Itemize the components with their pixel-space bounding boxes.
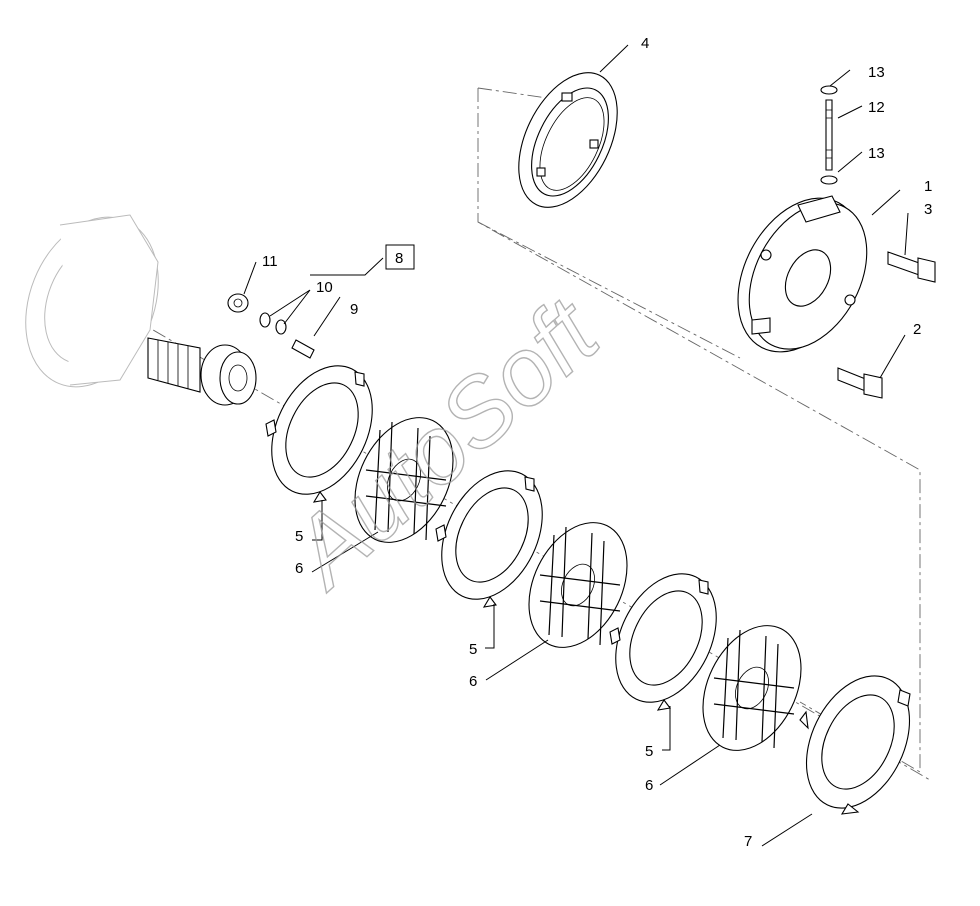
label-8: 8 [395,250,403,267]
nut-part-13-bottom [820,175,838,185]
label-13-top: 13 [868,64,885,81]
ghost-housing [25,214,159,388]
bolt-part-3 [887,251,936,283]
pin-part-9 [291,339,315,359]
steel-plate-part-5-1 [265,365,373,503]
steel-plate-part-5-2 [435,470,543,608]
label-7: 7 [744,833,752,850]
brake-housing-part-1 [737,195,868,353]
label-9: 9 [350,301,358,318]
label-4: 4 [641,35,649,52]
friction-disc-part-6-3 [702,625,802,751]
leader-lines [243,44,909,847]
splined-shaft [147,337,257,406]
label-10: 10 [316,279,333,296]
friction-disc-part-6-2 [528,522,628,648]
label-1: 1 [924,178,932,195]
friction-disc-part-6-1 [354,417,454,543]
label-12: 12 [868,99,885,116]
label-5-third: 5 [645,743,653,760]
label-2: 2 [913,321,921,338]
steel-plate-part-5-3 [609,573,717,711]
label-6-second: 6 [469,673,477,690]
label-11: 11 [262,253,278,270]
cover-plate-part-4 [518,72,618,208]
label-6-first: 6 [295,560,303,577]
label-6-third: 6 [645,777,653,794]
rings-part-10 [259,312,287,335]
label-5-first: 5 [295,528,303,545]
end-plate-part-7 [799,675,911,815]
nut-part-13-top [820,85,838,95]
bushing-part-11 [227,293,249,313]
stud-part-12 [825,99,833,171]
label-5-second: 5 [469,641,477,658]
bolt-part-2 [837,367,883,399]
label-3: 3 [924,201,932,218]
label-13-bottom: 13 [868,145,885,162]
label-8-box [385,244,415,270]
